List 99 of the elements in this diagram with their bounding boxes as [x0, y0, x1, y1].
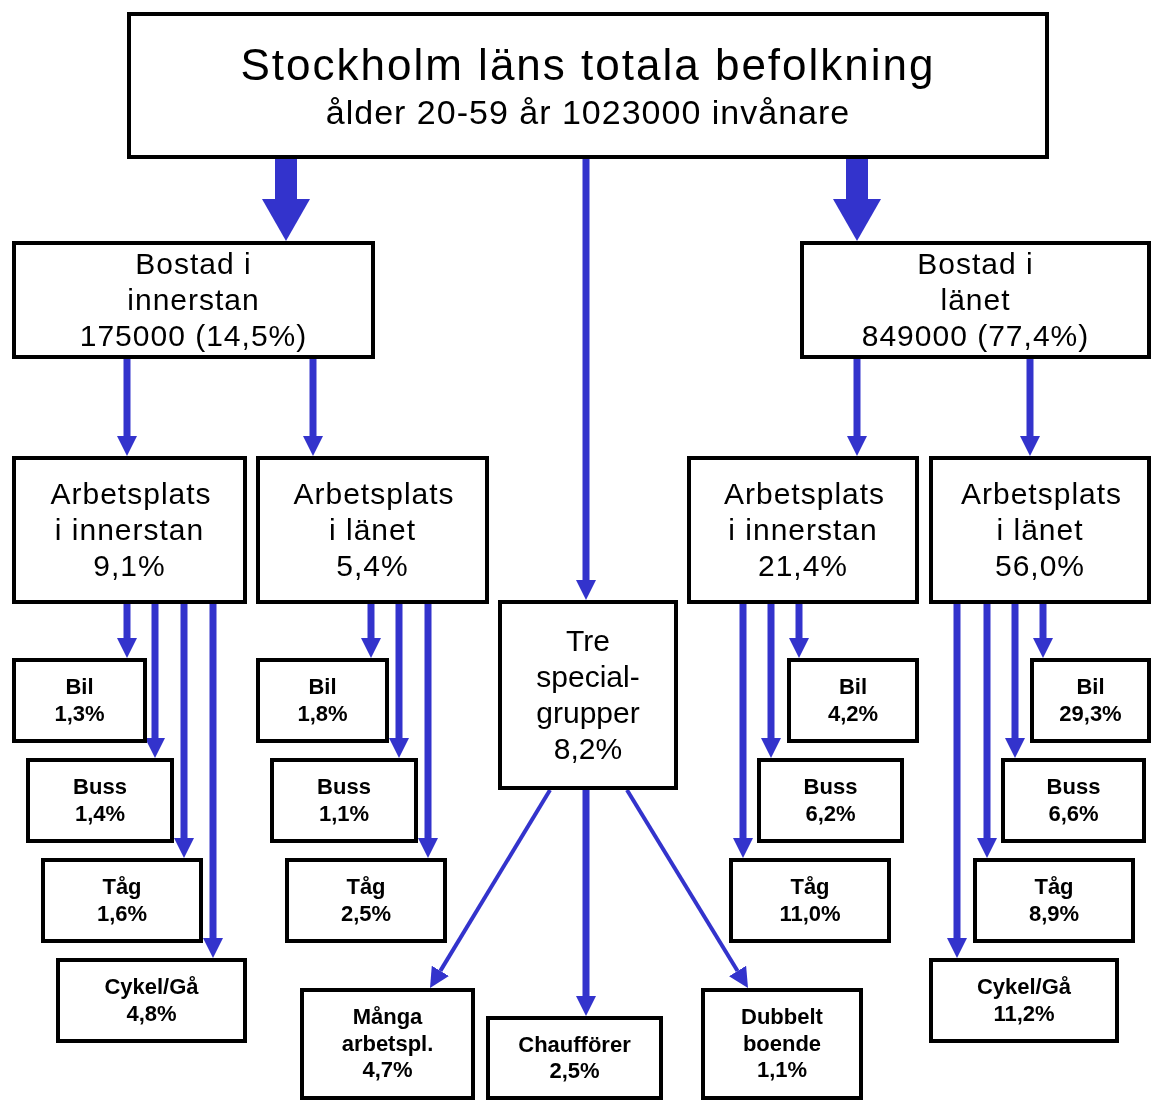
arrow — [576, 790, 596, 1016]
node-value: 5,4% — [336, 548, 409, 584]
node-heading: Bil — [838, 674, 868, 701]
node-heading: Buss — [1046, 774, 1101, 801]
node-value: 9,1% — [93, 548, 166, 584]
node-heading: Tåg — [790, 874, 830, 901]
mode-box — [41, 858, 203, 943]
node-value: 4,2% — [827, 700, 879, 727]
arrow — [761, 604, 781, 758]
node-heading: Tåg — [346, 874, 386, 901]
arrow — [145, 604, 165, 758]
node-value: 6,6% — [1048, 800, 1099, 827]
mode-box — [787, 658, 919, 743]
mode-box — [12, 658, 147, 743]
node-heading: Bil — [65, 674, 94, 701]
mode-box — [270, 758, 418, 843]
arrow — [847, 359, 867, 456]
arrow — [1005, 604, 1025, 758]
arrow — [576, 159, 596, 600]
node-value: 21,4% — [757, 548, 849, 584]
population-box — [256, 456, 489, 604]
node-heading: Många arbetspl. — [340, 1004, 435, 1058]
arrow — [1020, 359, 1040, 456]
mode-box — [256, 658, 389, 743]
mode-box — [973, 858, 1135, 943]
mode-box — [300, 988, 475, 1100]
node-heading: Tåg — [102, 874, 142, 901]
arrow — [174, 604, 194, 858]
node-value: 56,0% — [994, 548, 1086, 584]
node-heading: Bil — [1076, 674, 1105, 701]
arrow — [265, 159, 307, 241]
node-heading: Bil — [308, 674, 337, 701]
node-value: 1,4% — [74, 800, 126, 827]
node-value: 11,2% — [993, 1000, 1055, 1027]
population-box — [127, 12, 1049, 159]
population-box — [498, 600, 678, 790]
node-value: 29,3% — [1059, 700, 1122, 727]
node-value: 1,3% — [54, 700, 105, 727]
node-heading: Buss — [73, 774, 127, 801]
mode-box — [729, 858, 891, 943]
node-heading: Buss — [803, 774, 858, 801]
population-box — [687, 456, 919, 604]
mode-box — [1030, 658, 1151, 743]
arrow — [303, 359, 323, 456]
node-value: 849000 (77,4%) — [861, 318, 1090, 354]
node-value: 1,6% — [96, 900, 148, 927]
node-value: 6,2% — [805, 800, 856, 827]
arrow — [836, 159, 878, 241]
mode-box — [1001, 758, 1146, 843]
arrow — [117, 604, 137, 658]
node-heading: Bostad i innerstan — [126, 246, 261, 318]
population-box — [929, 456, 1151, 604]
arrow — [117, 359, 137, 456]
mode-box — [757, 758, 904, 843]
node-heading: Arbetsplats i länet — [961, 476, 1119, 548]
arrow — [789, 604, 809, 658]
population-box — [12, 456, 247, 604]
node-heading: Cykel/Gå — [104, 974, 199, 1001]
node-value: 4,7% — [362, 1057, 413, 1084]
node-heading: Bostad i länet — [916, 246, 1035, 318]
mode-box — [26, 758, 174, 843]
arrow — [203, 604, 223, 958]
node-heading: Chaufförer — [518, 1031, 631, 1058]
node-value: 4,8% — [126, 1000, 177, 1027]
arrow — [361, 604, 381, 658]
mode-box — [56, 958, 247, 1043]
node-value: 1,1% — [318, 800, 370, 827]
mode-box — [701, 988, 863, 1100]
node-value: ålder 20-59 år 1023000 invånare — [325, 91, 851, 133]
arrow — [625, 788, 748, 988]
population-box — [800, 241, 1151, 359]
node-value: 2,5% — [340, 900, 392, 927]
arrow — [947, 604, 967, 958]
node-heading: Tåg — [1034, 874, 1074, 901]
population-box — [12, 241, 375, 359]
arrow — [389, 604, 409, 758]
node-value: 1,8% — [297, 700, 348, 727]
node-heading: Dubbelt boende — [740, 1004, 824, 1058]
arrow — [1033, 604, 1053, 658]
node-value: 175000 (14,5%) — [79, 318, 308, 354]
mode-box — [486, 1016, 663, 1100]
node-heading: Arbetsplats i länet — [293, 476, 452, 548]
node-heading: Stockholm läns totala befolkning — [240, 38, 936, 91]
mode-box — [929, 958, 1119, 1043]
node-heading: Cykel/Gå — [976, 974, 1072, 1001]
arrow — [977, 604, 997, 858]
node-heading: Arbetsplats i innerstan — [724, 476, 882, 548]
node-heading: Arbetsplats i innerstan — [50, 476, 209, 548]
node-value: 11,0% — [779, 900, 841, 927]
node-value: 8,9% — [1028, 900, 1080, 927]
node-value: 2,5% — [549, 1058, 600, 1085]
arrow — [418, 604, 438, 858]
node-value: 8,2% — [553, 731, 623, 767]
mode-box — [285, 858, 447, 943]
arrow — [430, 788, 552, 988]
node-value: 1,1% — [756, 1057, 808, 1084]
node-heading: Tre special-grupper — [535, 623, 641, 731]
node-heading: Buss — [317, 774, 371, 801]
arrow — [733, 604, 753, 858]
